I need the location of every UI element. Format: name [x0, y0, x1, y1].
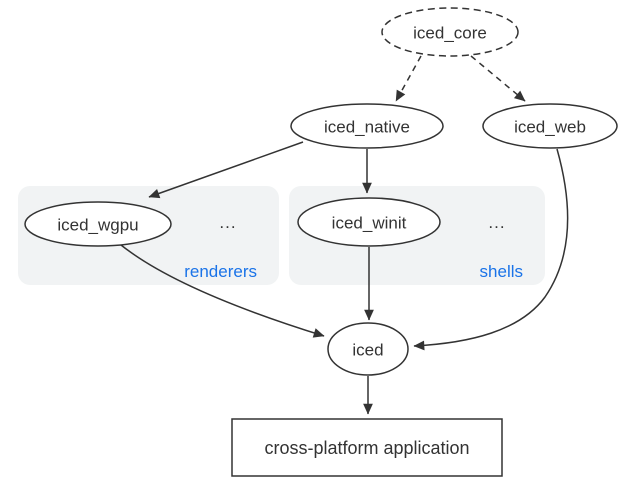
iced-native-label: iced_native — [324, 118, 410, 137]
node-iced-winit: iced_winit — [297, 197, 441, 247]
shells-ellipsis: ... — [488, 213, 505, 232]
edge-iced-web-to-iced — [413, 148, 569, 351]
iced-core-label: iced_core — [413, 24, 487, 43]
node-application: cross-platform application — [231, 418, 503, 477]
node-iced-wgpu: iced_wgpu — [24, 201, 172, 247]
iced-winit-ellipse — [297, 197, 441, 247]
edge-iced-wgpu-to-iced — [120, 244, 325, 338]
iced-wgpu-ellipse — [24, 201, 172, 247]
iced-winit-label: iced_winit — [332, 214, 407, 233]
iced-core-ellipse — [381, 7, 519, 57]
shells-label: shells — [480, 262, 523, 281]
iced-label: iced — [352, 341, 383, 360]
renderers-ellipsis: ... — [219, 213, 236, 232]
edge-iced-core-to-iced-web — [470, 55, 526, 102]
application-label: cross-platform application — [264, 438, 469, 458]
node-iced-core: iced_core — [381, 7, 519, 57]
node-iced: iced — [327, 322, 409, 376]
iced-web-label: iced_web — [514, 118, 586, 137]
node-iced-web: iced_web — [482, 103, 618, 149]
iced-native-ellipse — [290, 103, 444, 149]
iced-ellipse — [327, 322, 409, 376]
renderers-label: renderers — [184, 262, 257, 281]
iced-wgpu-label: iced_wgpu — [57, 216, 138, 235]
edge-iced-core-to-iced-native — [395, 55, 422, 102]
iced-web-ellipse — [482, 103, 618, 149]
node-iced-native: iced_native — [290, 103, 444, 149]
edge-iced-native-to-iced-wgpu — [148, 141, 304, 199]
application-rect — [231, 418, 503, 477]
